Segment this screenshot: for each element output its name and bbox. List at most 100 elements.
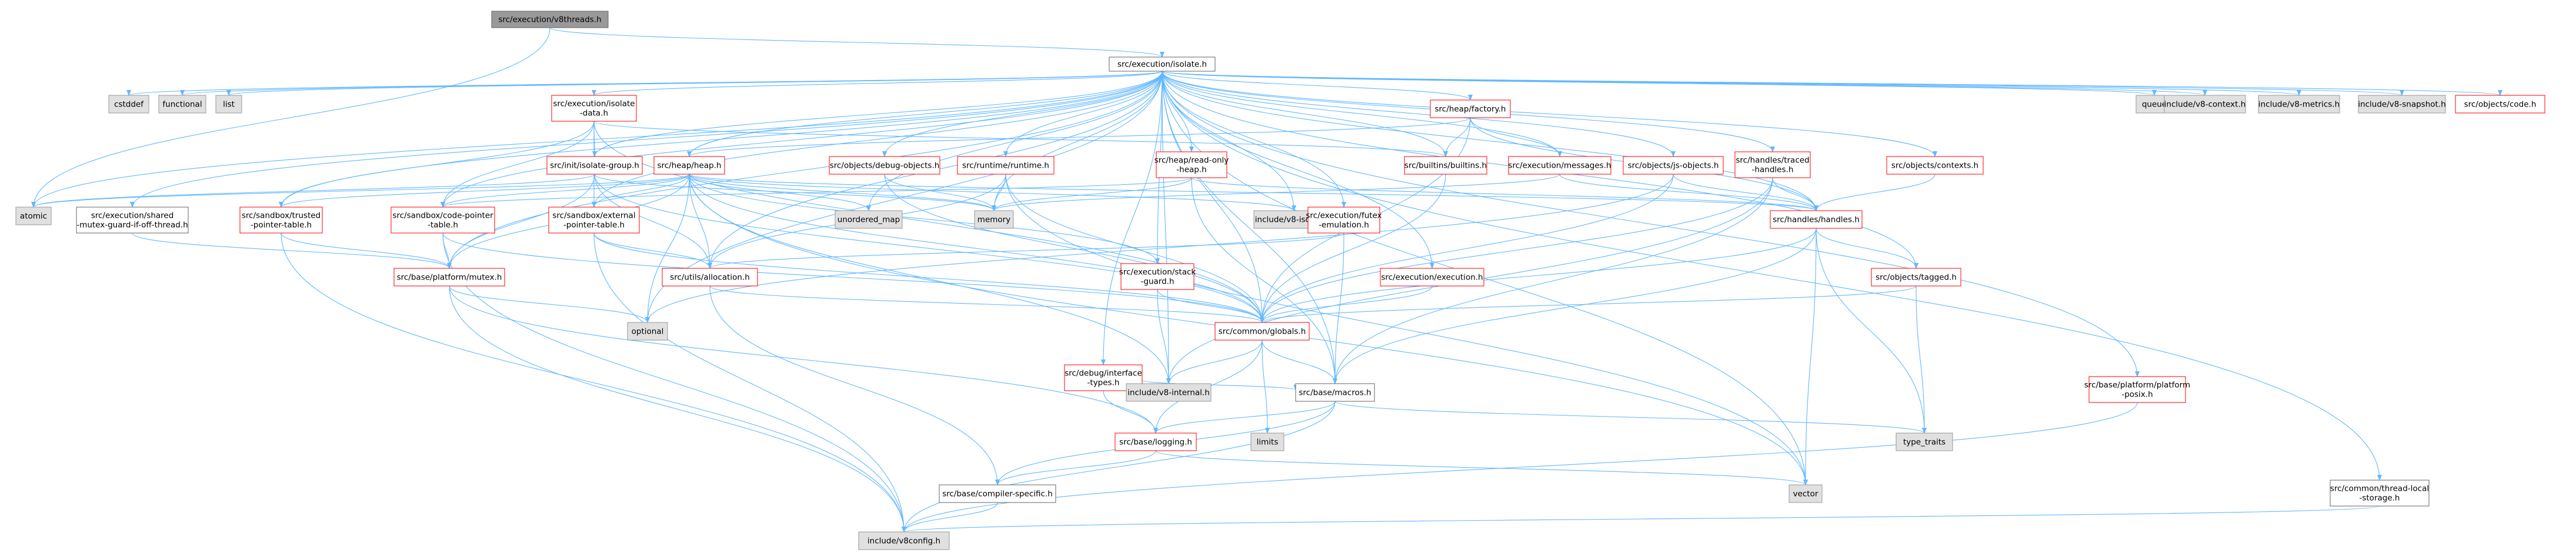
edge-isolate-to-init_group [592,71,1163,157]
nodes-layer: src/execution/v8threads.h src/execution/i… [15,11,2545,550]
node-mutex[interactable]: src/base/platform/mutex.h [393,268,505,287]
node-box [548,207,640,234]
edge-heap_factory-to-messages [1470,117,1562,157]
node-threadlocal[interactable]: src/common/thread-local-storage.h [2330,480,2430,507]
node-root[interactable]: src/execution/v8threads.h [491,11,609,28]
node-box [108,95,149,114]
node-builtins[interactable]: src/builtins/builtins.h [1404,156,1487,175]
edge-heapheap-to-optional [645,174,690,323]
node-v8snapshot[interactable]: include/v8-snapshot.h [2358,95,2446,114]
node-handles[interactable]: src/handles/handles.h [1770,210,1863,229]
node-box [1295,383,1375,402]
node-contexts[interactable]: src/objects/contexts.h [1886,156,1984,175]
node-box [1156,151,1227,178]
node-box [215,95,242,114]
node-v8context[interactable]: include/v8-context.h [2164,95,2246,114]
edge-debugobj-to-memory [884,174,996,211]
node-stackguard[interactable]: src/execution/stack-guard.h [1119,263,1196,290]
node-label: src/debug/interface [1065,369,1142,378]
node-box [239,207,323,234]
edge-isolate-to-macros [1162,71,1337,384]
edge-sb_code-to-v8config [442,232,906,533]
node-v8metrics[interactable]: include/v8-metrics.h [2258,95,2340,114]
edge-init_group-to-mutex [447,174,595,269]
node-label: src/init/isolate-group.h [550,161,639,171]
node-shared_mutex[interactable]: src/execution/shared-mutex-guard-if-off-… [76,207,189,234]
node-label: vector [1793,490,1818,499]
node-debugobj[interactable]: src/objects/debug-objects.h [829,156,940,175]
node-box [2330,480,2430,507]
node-v8internal[interactable]: include/v8-internal.h [1126,383,1212,402]
node-readonly[interactable]: src/heap/read-only-heap.h [1154,151,1229,178]
node-runtime[interactable]: src/runtime/runtime.h [957,156,1055,175]
edge-jsobj-to-globals [1260,174,1674,323]
node-tagged[interactable]: src/objects/tagged.h [1871,268,1961,287]
node-memory[interactable]: memory [974,210,1014,229]
node-heapheap[interactable]: src/heap/heap.h [653,156,725,175]
node-label: include/v8-context.h [2164,100,2246,109]
node-label: -types.h [1087,378,1120,388]
node-isolate[interactable]: src/execution/isolate.h [1109,56,1216,72]
node-label: src/execution/execution.h [1381,273,1483,282]
node-functional[interactable]: functional [158,95,206,114]
node-jsobj[interactable]: src/objects/js-objects.h [1623,156,1724,175]
node-objcode[interactable]: src/objects/code.h [2455,95,2545,114]
node-execution[interactable]: src/execution/execution.h [1380,268,1484,287]
node-box [1109,56,1216,72]
node-label: -guard.h [1141,277,1174,287]
node-unordered_map[interactable]: unordered_map [835,210,903,229]
edge-heap_factory-to-builtins [1443,117,1471,157]
edge-sb_ext-to-globals [593,232,1264,323]
node-box [2358,95,2446,114]
node-logging[interactable]: src/base/logging.h [1115,432,1197,451]
edge-sb_code-to-globals [442,232,1264,323]
edge-jsobj-to-handles [1673,174,1818,211]
edge-isolate-to-jsobj [1162,71,1676,157]
node-messages[interactable]: src/execution/messages.h [1508,156,1611,175]
node-globals[interactable]: src/common/globals.h [1214,322,1310,341]
node-v8config[interactable]: include/v8config.h [858,531,950,550]
edge-isolate-to-builtins [1162,71,1448,157]
edge-isolate-to-sb_ext [592,71,1163,208]
node-posix[interactable]: src/base/platform/platform-posix.h [2084,376,2190,403]
node-sb_code[interactable]: src/sandbox/code-pointer-table.h [391,207,495,234]
edge-runtime-to-vector [1005,174,1808,485]
edge-globals-to-macros [1262,340,1337,384]
edge-traced-to-macros [1333,177,1773,384]
node-sb_ext[interactable]: src/sandbox/external-pointer-table.h [548,207,640,234]
node-box [957,156,1055,175]
edge-stackguard-to-v8internal [1157,289,1171,384]
edge-messages-to-handles [1559,174,1818,211]
node-vector[interactable]: vector [1788,484,1823,503]
node-macros[interactable]: src/base/macros.h [1295,383,1375,402]
edge-logging-to-vector [1155,450,1808,485]
node-box [551,95,637,122]
node-allocation[interactable]: src/utils/allocation.h [662,268,758,287]
node-init_group[interactable]: src/init/isolate-group.h [546,156,643,175]
node-atomic[interactable]: atomic [15,207,52,225]
node-iso_data[interactable]: src/execution/isolate-data.h [551,95,637,122]
edge-readonly-to-sb_code [441,177,1192,208]
node-sb_trusted[interactable]: src/sandbox/trusted-pointer-table.h [239,207,323,234]
edge-isolate-to-futex [1162,71,1346,208]
node-traced[interactable]: src/handles/traced-handles.h [1734,151,1811,178]
node-cstddef[interactable]: cstddef [108,95,149,114]
edge-isolate-to-v8snapshot [1162,71,2404,96]
edge-heapheap-to-v8internal [689,174,1171,384]
node-limits[interactable]: limits [1250,432,1284,451]
edge-tagged-to-typetraits [1916,285,1927,434]
node-compiler[interactable]: src/base/compiler-specific.h [939,484,1056,503]
node-typetraits[interactable]: type_traits [1896,432,1953,451]
edge-handles-to-macros [1333,228,1817,384]
edge-heapheap-to-sb_ext [592,174,690,208]
node-list[interactable]: list [215,95,242,114]
node-optional[interactable]: optional [627,322,668,341]
edge-isolate-to-readonly [1162,71,1194,152]
node-label: include/v8-internal.h [1127,388,1210,398]
node-heap_factory[interactable]: src/heap/factory.h [1430,99,1511,118]
node-label: atomic [20,212,47,221]
edge-debug_iface-to-macros [1142,380,1298,391]
node-label: src/execution/messages.h [1508,161,1611,171]
edge-shared_mutex-to-mutex [132,232,452,269]
node-futex[interactable]: src/execution/futex-emulation.h [1306,207,1382,234]
